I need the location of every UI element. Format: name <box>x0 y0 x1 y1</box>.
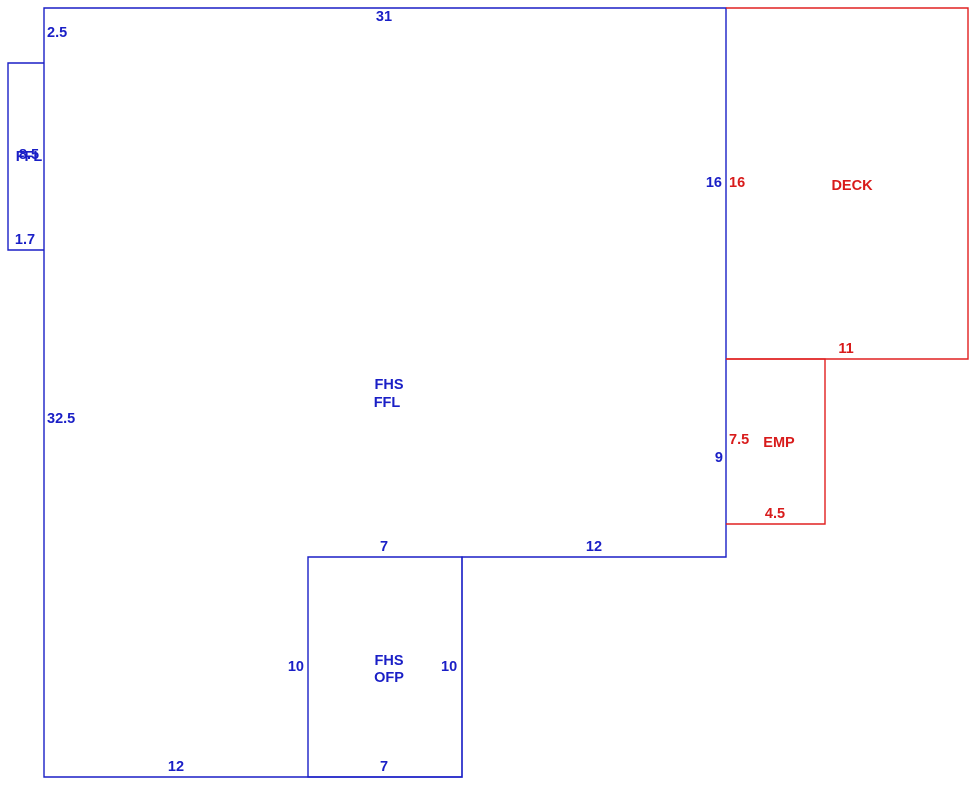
main-right-upper-dimension: 16 <box>706 175 722 191</box>
small-area-outline <box>7 62 44 251</box>
main-top-dimension: 31 <box>376 9 392 25</box>
porch-label-2: OFP <box>374 670 404 686</box>
porch-label-1: FHS <box>375 653 404 669</box>
porch-right-dimension: 10 <box>441 659 457 675</box>
porch-top-dimension: 7 <box>380 539 388 555</box>
deck-width-dimension: 11 <box>838 341 853 357</box>
emp-height-dimension: 7.5 <box>729 432 749 448</box>
porch-bottom-dimension: 7 <box>380 759 388 775</box>
main-area-label-1: FHS <box>375 377 404 393</box>
deck-height-dimension: 16 <box>729 175 745 191</box>
deck-label: DECK <box>831 178 873 194</box>
main-left-dimension: 32.5 <box>47 411 75 427</box>
emp-label: EMP <box>763 435 795 451</box>
main-bottom-left-dimension: 12 <box>168 759 184 775</box>
small-area-height-dimension: 8.5 <box>19 147 39 163</box>
main-right-lower-dimension: 9 <box>715 450 723 466</box>
deck-outline <box>726 7 969 360</box>
main-left-top-dimension: 2.5 <box>47 25 67 41</box>
porch-left-dimension: 10 <box>288 659 304 675</box>
porch-outline <box>307 556 463 778</box>
main-bottom-right-dimension: 12 <box>586 539 602 555</box>
main-area-label-2: FFL <box>374 395 401 411</box>
small-area-width-dimension: 1.7 <box>15 232 35 248</box>
small-area-label: FFL <box>16 149 43 165</box>
emp-outline <box>726 358 826 525</box>
emp-width-dimension: 4.5 <box>765 506 785 522</box>
